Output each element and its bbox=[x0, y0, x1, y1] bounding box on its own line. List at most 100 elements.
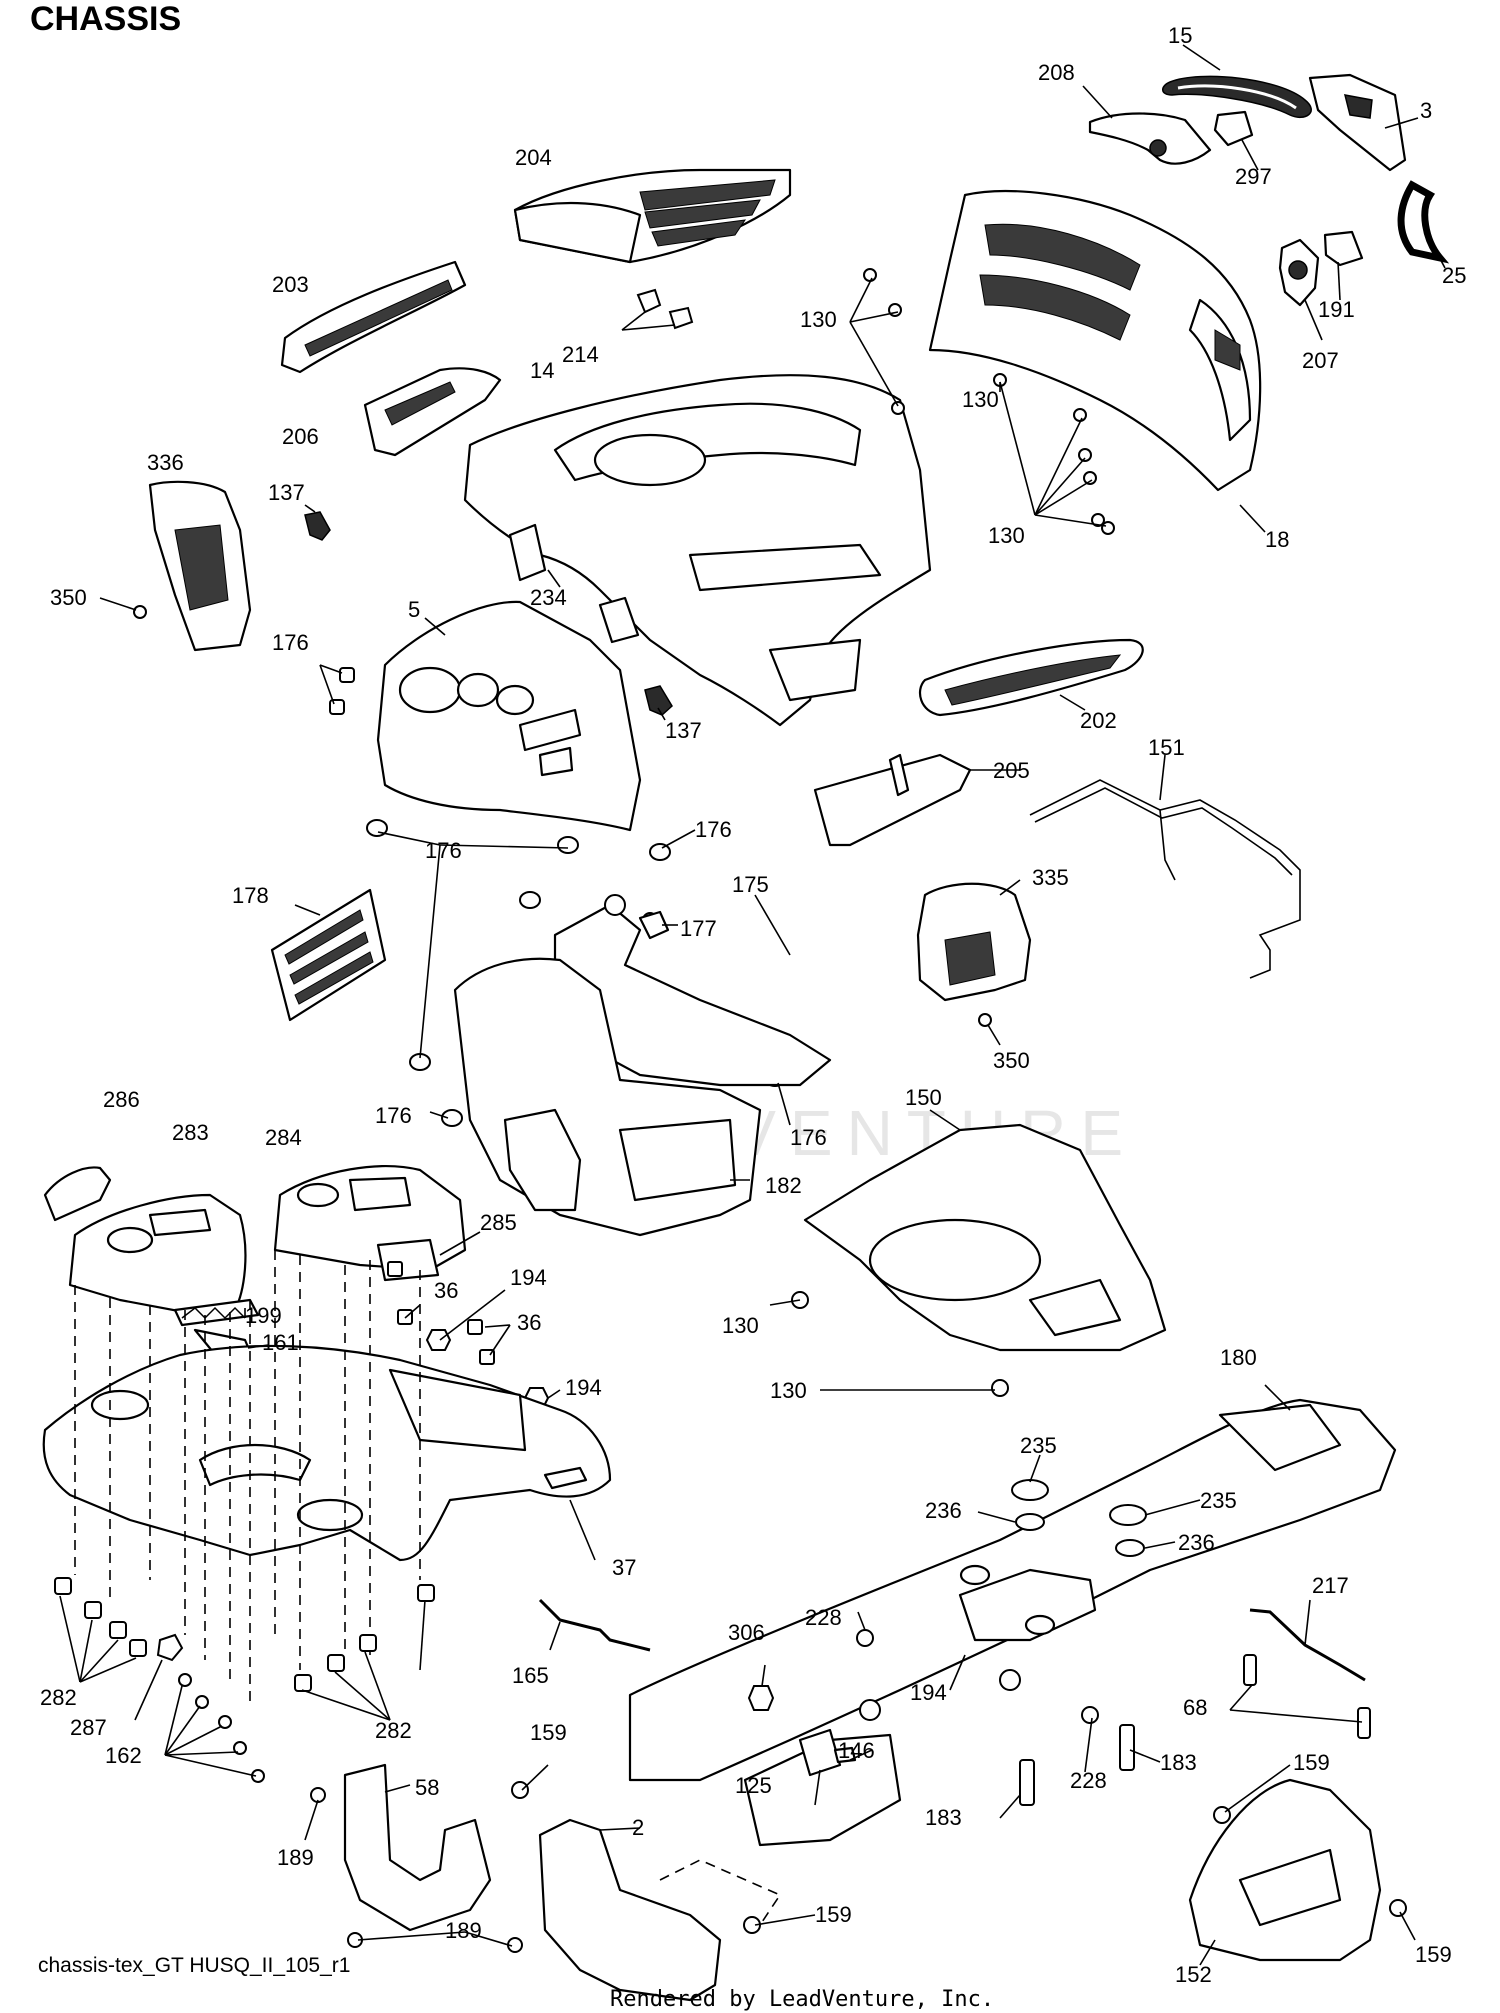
callout-37: 37 bbox=[612, 1555, 636, 1580]
leader-lines bbox=[59, 44, 1446, 1966]
callout-159-c: 159 bbox=[815, 1902, 852, 1927]
part-5-dash-panel bbox=[376, 600, 642, 832]
callout-25: 25 bbox=[1442, 263, 1466, 288]
part-37-fender-deck bbox=[42, 1344, 612, 1562]
callout-130-b: 130 bbox=[962, 387, 999, 412]
callout-297: 297 bbox=[1235, 164, 1272, 189]
callout-2: 2 bbox=[632, 1815, 644, 1840]
callout-282-b: 282 bbox=[375, 1718, 412, 1743]
callout-36-a: 36 bbox=[434, 1278, 458, 1303]
callout-287: 287 bbox=[70, 1715, 107, 1740]
callout-350-b: 350 bbox=[993, 1048, 1030, 1073]
drawing-reference: chassis-tex_GT HUSQ_II_105_r1 bbox=[38, 1954, 350, 1977]
callout-177: 177 bbox=[680, 916, 717, 941]
frame-hardware bbox=[747, 1629, 1371, 1806]
callout-125: 125 bbox=[735, 1773, 772, 1798]
part-350a-screw bbox=[133, 605, 147, 619]
part-182-lower-dash bbox=[453, 957, 762, 1237]
callout-203: 203 bbox=[272, 272, 309, 297]
callout-306: 306 bbox=[728, 1620, 765, 1645]
part-18-front-grille bbox=[928, 189, 1262, 492]
callout-194-c: 194 bbox=[910, 1680, 947, 1705]
callout-5: 5 bbox=[408, 597, 420, 622]
callout-285: 285 bbox=[480, 1210, 517, 1235]
callout-217: 217 bbox=[1312, 1573, 1349, 1598]
callout-159-a: 159 bbox=[530, 1720, 567, 1745]
part-165-rod bbox=[538, 1598, 651, 1652]
part-152-guard bbox=[1188, 1778, 1382, 1962]
callout-176-e: 176 bbox=[790, 1125, 827, 1150]
callout-152: 152 bbox=[1175, 1962, 1212, 1987]
part-150-floor-pan bbox=[803, 1123, 1167, 1352]
callout-202: 202 bbox=[1080, 708, 1117, 733]
part-2-bracket bbox=[538, 1818, 782, 2002]
part-177-knob bbox=[638, 910, 670, 940]
callout-194-a: 194 bbox=[510, 1265, 547, 1290]
assembly-lines-deck bbox=[74, 1250, 421, 1705]
callout-58: 58 bbox=[415, 1775, 439, 1800]
clips-282 bbox=[54, 1577, 435, 1692]
callout-137-b: 137 bbox=[665, 718, 702, 743]
callout-189-a: 189 bbox=[277, 1845, 314, 1870]
callout-161: 161 bbox=[262, 1330, 299, 1355]
callout-labels: 15 208 3 204 297 25 191 203 130 214 207 … bbox=[40, 23, 1466, 1987]
callout-3: 3 bbox=[1420, 98, 1432, 123]
callout-235-a: 235 bbox=[1020, 1433, 1057, 1458]
part-14-hood bbox=[463, 374, 932, 727]
callout-189-b: 189 bbox=[445, 1918, 482, 1943]
callout-130-d: 130 bbox=[722, 1313, 759, 1338]
callout-194-b: 194 bbox=[565, 1375, 602, 1400]
part-151-bracket bbox=[1029, 779, 1301, 979]
callout-130-c: 130 bbox=[988, 523, 1025, 548]
part-137b-clip bbox=[644, 685, 673, 716]
callout-151: 151 bbox=[1148, 735, 1185, 760]
fasteners-162-287 bbox=[156, 1633, 265, 1783]
part-234-gasket bbox=[508, 523, 640, 644]
callout-15: 15 bbox=[1168, 23, 1192, 48]
callout-165: 165 bbox=[512, 1663, 549, 1688]
callout-235-b: 235 bbox=[1200, 1488, 1237, 1513]
part-286-cover bbox=[43, 1166, 112, 1222]
callout-204: 204 bbox=[515, 145, 552, 170]
part-335-side-panel bbox=[916, 882, 1032, 1002]
callout-284: 284 bbox=[265, 1125, 302, 1150]
callout-18: 18 bbox=[1265, 527, 1289, 552]
part-350b-screw bbox=[978, 1013, 992, 1027]
part-199-clip bbox=[173, 1298, 260, 1327]
part-283-fender-left bbox=[68, 1193, 247, 1317]
callout-137-a: 137 bbox=[268, 480, 305, 505]
part-191-clip bbox=[1323, 230, 1364, 267]
callout-182: 182 bbox=[765, 1173, 802, 1198]
callout-159-d: 159 bbox=[1415, 1942, 1452, 1967]
callout-146: 146 bbox=[838, 1738, 875, 1763]
callout-130-e: 130 bbox=[770, 1378, 807, 1403]
callout-234: 234 bbox=[530, 585, 567, 610]
screws-130 bbox=[863, 268, 1115, 535]
part-180-frame bbox=[628, 1398, 1397, 1847]
callout-335: 335 bbox=[1032, 865, 1069, 890]
part-3-emblem-panel bbox=[1308, 73, 1407, 172]
part-137a-clip bbox=[304, 511, 331, 541]
callout-228-a: 228 bbox=[805, 1605, 842, 1630]
part-336-side-panel bbox=[148, 480, 252, 652]
part-15-strip bbox=[1162, 75, 1312, 119]
screws-159-189 bbox=[310, 1781, 1407, 1953]
callout-236-a: 236 bbox=[925, 1498, 962, 1523]
callout-162: 162 bbox=[105, 1743, 142, 1768]
part-130-screws-pan bbox=[791, 1291, 1009, 1397]
callout-178: 178 bbox=[232, 883, 269, 908]
part-284-fender-right bbox=[273, 1165, 467, 1272]
section-title: CHASSIS bbox=[30, 0, 181, 38]
bushings-235-236 bbox=[1011, 1479, 1147, 1557]
callout-286: 286 bbox=[103, 1087, 140, 1112]
part-58-bracket bbox=[343, 1763, 492, 1932]
part-204-hood-vent bbox=[513, 168, 792, 264]
callout-199: 199 bbox=[245, 1303, 282, 1328]
callout-283: 283 bbox=[172, 1120, 209, 1145]
callout-150: 150 bbox=[905, 1085, 942, 1110]
callout-36-b: 36 bbox=[517, 1310, 541, 1335]
callout-208: 208 bbox=[1038, 60, 1075, 85]
callout-14: 14 bbox=[530, 358, 554, 383]
part-178-vent-plate bbox=[270, 888, 387, 1022]
